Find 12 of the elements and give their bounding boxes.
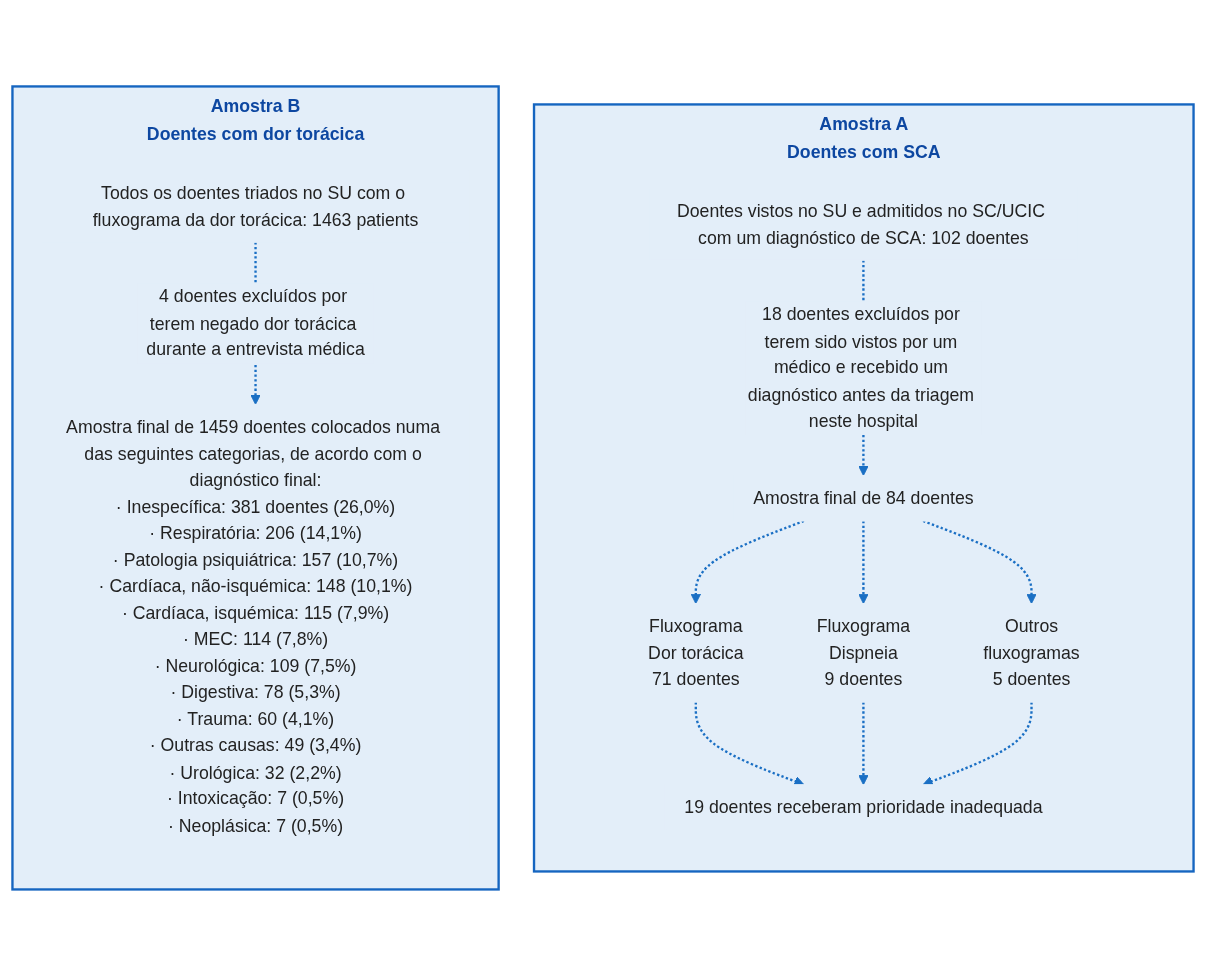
arrow bbox=[858, 702, 869, 786]
node-text: Fluxograma Dor torácica 71 doentes bbox=[648, 615, 744, 689]
node-text: Amostra final de 84 doentes bbox=[753, 487, 974, 508]
edge-label: 4 doentes excluídos por terem negado dor torácica durante a entrevista médica bbox=[146, 285, 365, 360]
node-text: Outros fluxogramas 5 doentes bbox=[983, 615, 1080, 689]
node-text: 19 doentes receberam prioridade inadequada bbox=[684, 796, 1043, 817]
node-text: Todos os doentes triados no SU com o fluxograma da dor torácica: 1463 patients bbox=[92, 182, 419, 229]
node-text: Doentes vistos no SU e admitidos no SC/UCIC com um diagnóstico de SCA: 102 doentes bbox=[676, 200, 1045, 247]
arrow bbox=[858, 521, 869, 605]
node-text: Amostra final de 1459 doentes colocados numa das seguintes categorias, de acordo com o diagnóstico final: · Inespecífica: 381 doentes (26,0%) · Respiratória: 206 (14,1%) · Patologia psiquiátrica: 157 (10,7%) · Cardíaca, não-isquémica: 148 (10,1%) · Cardíaca, isquémica: 115 (7,9%) · MEC: 114 (7,8%) · Neurológica: 109 (7,5%) · Digestiva: 78 (5,3%) · Trauma: 60 (4,1%) · Outras causas: 49 (3,4%) · Urológica: 32 (2,2%) · Intoxicação: 7 (0,5%) · Neoplásica: 7 (0,5%) bbox=[66, 416, 441, 835]
edge-label: 18 doentes excluídos por terem sido vistos por um médico e recebido um diagnóstico antes da triagem neste hospital bbox=[747, 303, 975, 431]
node-text: Fluxograma Dispneia 9 doentes bbox=[816, 615, 911, 689]
